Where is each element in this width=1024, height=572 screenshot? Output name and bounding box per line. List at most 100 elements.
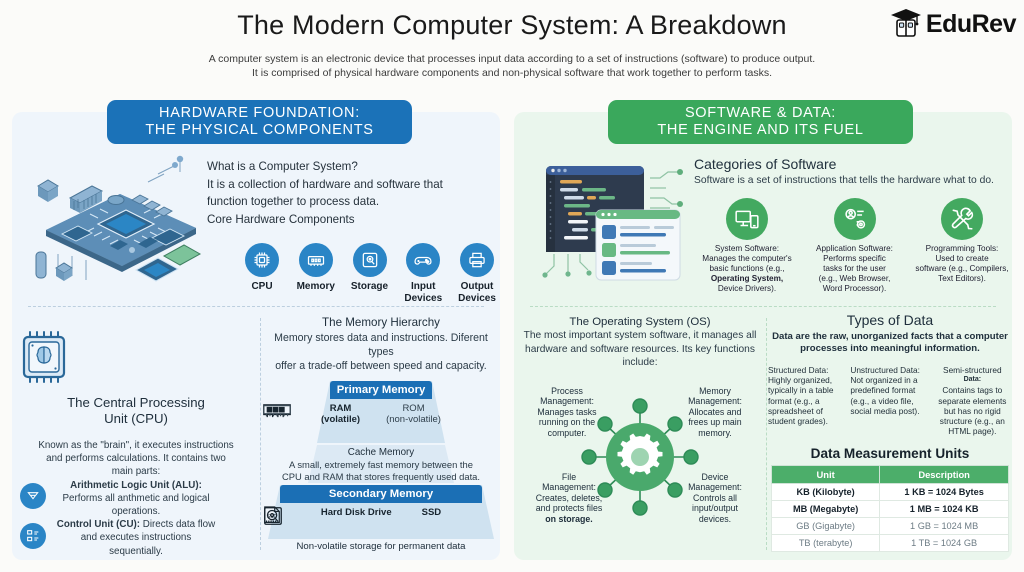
row-mb-desc: 1 MB = 1024 KB bbox=[879, 500, 1009, 519]
sys-sw-line-3: basic functions (e.g., bbox=[709, 264, 785, 273]
cu-desc-line-3: sequentially. bbox=[109, 545, 163, 557]
memory-sub-line-2: offer a trade-off between speed and capa… bbox=[275, 360, 487, 372]
unstructured-line-2: predefined format bbox=[850, 385, 916, 396]
semi-structured-line-4: structure (e.g., an bbox=[939, 416, 1005, 427]
memory-pyramid: Primary Memory RAM (volatile) bbox=[262, 381, 500, 561]
software-categories-heading-block: Categories of Software Software is a set… bbox=[694, 156, 1006, 186]
fm-desc-bold: on storage. bbox=[545, 513, 593, 524]
cache-title: Cache Memory bbox=[347, 447, 415, 458]
os-title: The Operating System (OS) bbox=[569, 316, 711, 328]
ssd-label: SSD bbox=[421, 507, 442, 518]
row-kb-unit: KB (Kilobyte) bbox=[770, 483, 881, 502]
os-sub-line-1: The most important system software, it m… bbox=[523, 330, 757, 341]
sys-sw-bold: Operating System, bbox=[710, 274, 784, 283]
control-unit-text: Control Unit (CU): Directs data flow bbox=[28, 518, 244, 531]
row-gb-desc: 1 GB = 1024 MB bbox=[879, 517, 1009, 536]
component-storage[interactable]: Storage bbox=[345, 243, 395, 304]
cpu-title: The Central Processing Unit (CPU) bbox=[12, 395, 260, 427]
software-panel-header: SOFTWARE & DATA: THE ENGINE AND ITS FUEL bbox=[608, 100, 913, 144]
mm-title-1: Memory bbox=[699, 385, 731, 396]
page-subtitle-line-1: A computer system is an electronic devic… bbox=[208, 53, 816, 65]
cpu-title-line-2: Unit (CPU) bbox=[104, 411, 168, 426]
semi-structured-line-5: HTML page). bbox=[948, 426, 997, 437]
cu-desc-line-1: Directs data flow bbox=[142, 519, 216, 531]
os-gear-hub-graphic bbox=[581, 397, 699, 516]
prog-tools-line-4: Text Editors). bbox=[938, 274, 986, 283]
fm-title-2: Management: bbox=[542, 482, 596, 493]
dm-desc-2: input/output bbox=[692, 503, 738, 514]
devices-monitor-phone-icon bbox=[726, 198, 768, 240]
structured-line-3: format (e.g., a bbox=[768, 395, 820, 406]
os-function-device-management: Device Management: Controls all input/ou… bbox=[672, 472, 758, 525]
primary-memory-items: RAM (volatile) ROM (non-volatile) bbox=[262, 403, 500, 425]
cpu-section: The Central Processing Unit (CPU) Known … bbox=[12, 318, 260, 558]
hdd-item: Hard Disk Drive bbox=[264, 505, 392, 525]
alu-desc-line-1: Performs all anthmetic and logical bbox=[62, 492, 210, 504]
component-memory-label: Memory bbox=[296, 281, 335, 292]
graduation-cap-book-icon bbox=[890, 9, 921, 37]
semi-structured-line-2: separate elements bbox=[938, 395, 1007, 406]
hardware-header-line-2: THE PHYSICAL COMPONENTS bbox=[145, 122, 374, 138]
types-of-data-subtitle: Data are the raw, unorganized facts that… bbox=[768, 331, 1012, 355]
component-storage-label: Storage bbox=[350, 281, 389, 292]
table-header-row: Unit Description bbox=[770, 465, 1009, 485]
dm-title-1: Device bbox=[701, 471, 729, 482]
semi-structured-line-3: but has no rigid bbox=[943, 405, 1001, 416]
fm-desc-2: and protects files bbox=[535, 503, 603, 514]
pm-desc-2: running on the bbox=[538, 417, 596, 428]
rom-item: ROM (non-volatile) bbox=[263, 403, 441, 425]
rom-stick-icon bbox=[263, 405, 291, 417]
cpu-title-line-1: The Central Processing bbox=[67, 395, 205, 410]
pm-desc-3: computer. bbox=[547, 427, 587, 438]
primary-memory-band: Primary Memory bbox=[330, 381, 432, 399]
card-system-software[interactable]: System Software: Manages the computer's … bbox=[697, 198, 797, 294]
memory-hierarchy-subtitle: Memory stores data and instructions. Dif… bbox=[262, 331, 500, 373]
cache-memory-block: Cache Memory A small, extremely fast mem… bbox=[262, 447, 500, 483]
semi-structured-head-bold: Data: bbox=[963, 376, 982, 384]
os-subtitle: The most important system software, it m… bbox=[514, 329, 766, 370]
component-cpu[interactable]: CPU bbox=[237, 243, 287, 304]
left-horizontal-divider bbox=[28, 306, 484, 307]
code-editor-illustration bbox=[542, 166, 683, 281]
hardware-intro-line-3: Core Hardware Components bbox=[207, 212, 355, 226]
app-sw-line-1: Application Software: bbox=[816, 244, 893, 253]
table-row: MB (Megabyte) 1 MB = 1024 KB bbox=[770, 500, 1009, 519]
mm-title-2: Management: bbox=[688, 396, 742, 407]
types-of-data-title: Types of Data bbox=[846, 312, 934, 328]
hardware-intro-line-2: function together to process data. bbox=[207, 195, 380, 208]
data-type-unstructured: Unstructured Data: Not organized in a pr… bbox=[850, 365, 929, 436]
cache-line-1: A small, extremely fast memory between t… bbox=[289, 459, 473, 470]
memory-hierarchy-section: The Memory Hierarchy Memory stores data … bbox=[262, 316, 500, 561]
structured-line-2: typically in a table bbox=[768, 385, 834, 396]
component-memory[interactable]: Memory bbox=[291, 243, 341, 304]
structured-line-5: student grades). bbox=[768, 416, 828, 427]
row-mb-unit: MB (Megabyte) bbox=[770, 500, 881, 519]
logo-text: EduRev bbox=[925, 9, 1017, 38]
right-vertical-divider bbox=[766, 318, 767, 550]
rom-volatility: (non-volatile) bbox=[386, 414, 441, 425]
card-programming-tools[interactable]: Programming Tools: Used to create softwa… bbox=[912, 198, 1012, 294]
unstructured-line-4: social media post). bbox=[850, 405, 920, 416]
os-function-memory-management: Memory Management: Allocates and frees u… bbox=[672, 386, 758, 439]
data-measurement-units-table: Unit Description KB (Kilobyte) 1 KB = 10… bbox=[770, 465, 1009, 553]
rom-label: ROM bbox=[402, 403, 425, 414]
alu-desc-line-2: operations. bbox=[111, 506, 161, 518]
table-header-unit: Unit bbox=[770, 465, 881, 485]
tools-wrench-screwdriver-icon bbox=[941, 198, 983, 240]
data-type-semi-structured: Semi-structured Data: Contains tags to s… bbox=[933, 365, 1012, 436]
page-subtitle: A computer system is an electronic devic… bbox=[0, 52, 1024, 80]
os-function-process-management: Process Management: Manages tasks runnin… bbox=[524, 386, 610, 439]
operating-system-section: The Operating System (OS) The most impor… bbox=[514, 316, 766, 554]
pm-title-1: Process bbox=[551, 385, 583, 396]
os-sub-line-2: hardware and software resources. Its key… bbox=[525, 343, 755, 369]
left-vertical-divider bbox=[260, 318, 261, 550]
cache-line-2: CPU and RAM that stores frequently used … bbox=[281, 471, 481, 482]
types-of-data-section: Types of Data Data are the raw, unorgani… bbox=[768, 312, 1012, 553]
card-application-software[interactable]: Application Software: Performs specific … bbox=[805, 198, 905, 294]
data-sub-line-1: Data are the raw, unorganized facts that… bbox=[772, 331, 1008, 342]
edurev-logo: EduRev bbox=[889, 6, 1017, 42]
alu-icon bbox=[20, 483, 46, 509]
